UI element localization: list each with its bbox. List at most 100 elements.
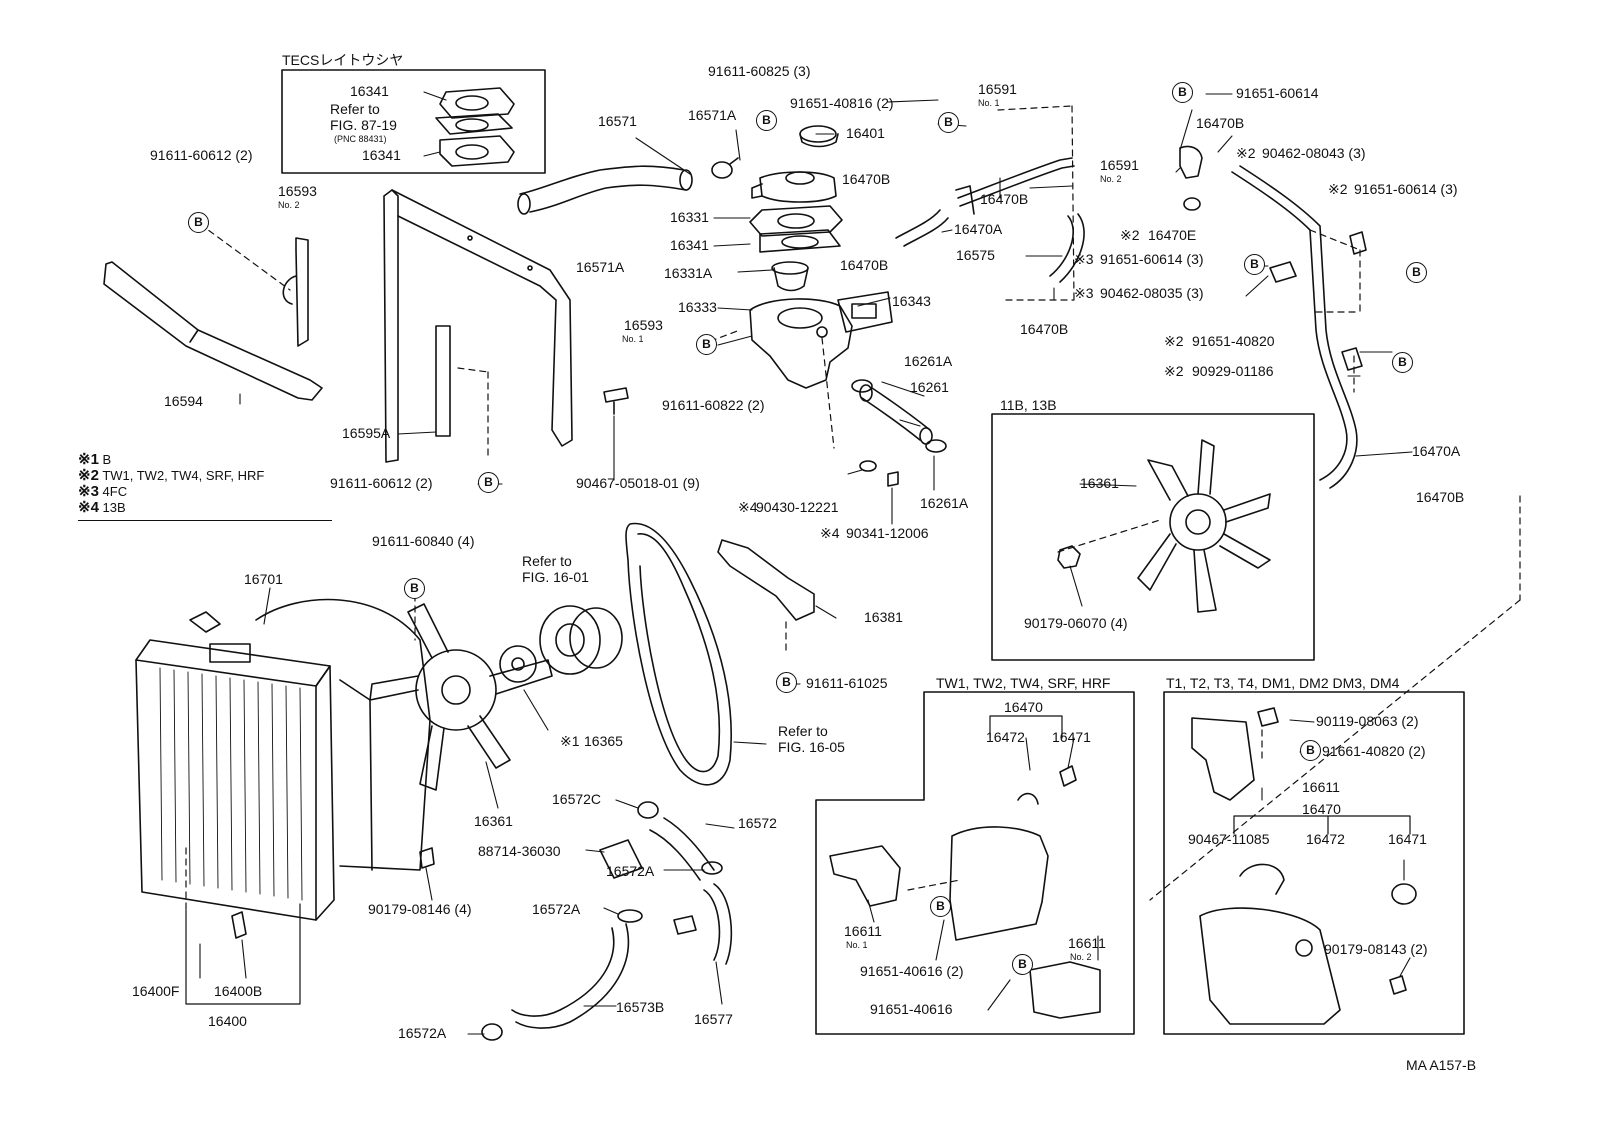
label-16331A: 16331A (664, 265, 713, 281)
label-90467-05018: 90467-05018-01 (9) (576, 475, 700, 491)
pipe-16470A (1231, 165, 1358, 489)
tecs-refer-fig[interactable]: FIG. 87-19 (330, 117, 397, 133)
label-16591-no2: 16591 (1100, 157, 1139, 173)
label-16573B: 16573B (616, 999, 665, 1015)
fan-16361-box-icon (1137, 439, 1271, 613)
refer-fig-16-01-b[interactable]: FIG. 16-01 (522, 569, 589, 585)
label-16593-no2: 16593 (278, 183, 317, 199)
grommet-16470E (1183, 197, 1201, 211)
callout-b: B (1172, 82, 1193, 103)
t-label-90119-08063: 90119-08063 (2) (1316, 713, 1419, 729)
fan-box-title: 11B, 13B (1000, 397, 1057, 413)
gasket-16341-lower (759, 229, 841, 253)
refer-fig-16-01-a[interactable]: Refer to (522, 553, 572, 569)
hose-16472-t (1239, 863, 1285, 895)
label-90179-06070: 90179-06070 (4) (1024, 615, 1128, 631)
label-16343: 16343 (892, 293, 931, 309)
label-16571A-bottom: 16571A (576, 259, 625, 275)
cap-90179-08143 (1389, 975, 1407, 995)
hose-16470A-mid (895, 209, 949, 247)
tw-label-16470: 16470 (1004, 699, 1043, 715)
label-16401: 16401 (846, 125, 885, 141)
refmark-3-a: ※3 (1074, 251, 1094, 267)
refmark-2-e: ※2 (1164, 363, 1184, 379)
tw-label-16611-no1: 16611 (844, 923, 882, 939)
legend-text: TW1, TW2, TW4, SRF, HRF (102, 468, 265, 483)
water-outlet-16331 (751, 171, 837, 203)
hose-16261 (859, 384, 933, 445)
legend-divider (78, 520, 332, 521)
radiator-16400 (135, 611, 335, 921)
reservoir-16470-tw (949, 765, 1077, 941)
tw-box-title: TW1, TW2, TW4, SRF, HRF (936, 675, 1111, 691)
label-16572A-b: 16572A (532, 901, 581, 917)
tecs-part-16341-top: 16341 (350, 83, 389, 99)
legend-row-3: ※3 4FC (78, 484, 332, 500)
refmark-4-b: ※4 (820, 525, 840, 541)
plug-16400B (231, 911, 247, 939)
tecs-part-16341-bottom: 16341 (362, 147, 401, 163)
fan-box-frame (991, 413, 1315, 661)
tw-label-16472: 16472 (986, 729, 1025, 745)
label-91611-61025: 91611-61025 (806, 675, 888, 691)
callout-b: B (1244, 254, 1265, 275)
label-91611-60825: 91611-60825 (3) (708, 63, 811, 79)
legend-row-2: ※2 TW1, TW2, TW4, SRF, HRF (78, 468, 332, 484)
refmark-2-b: ※2 (1328, 181, 1348, 197)
label-16381: 16381 (864, 609, 903, 625)
hose-16571 (517, 165, 693, 215)
label-16701: 16701 (244, 571, 283, 587)
label-16572A-a: 16572A (606, 863, 655, 879)
label-no1-b: No. 1 (622, 334, 644, 344)
label-16572A-c: 16572A (398, 1025, 447, 1041)
v-belt-fig16-05 (625, 522, 733, 786)
shroud-upper (383, 189, 573, 463)
legend-text: 13B (102, 500, 126, 515)
label-16577: 16577 (694, 1011, 733, 1027)
label-16470B-c: 16470B (840, 257, 889, 273)
tecs-refer-pnc: (PNC 88431) (334, 134, 387, 144)
hose-16573B (511, 923, 630, 1029)
label-88714-36030: 88714-36030 (478, 843, 561, 859)
label-91611-60822: 91611-60822 (2) (662, 397, 765, 413)
legend-mark: ※2 (78, 467, 99, 484)
cap-16471-t (1391, 883, 1417, 905)
plate-16595A (435, 325, 451, 437)
callout-b: B (756, 110, 777, 131)
t-label-16471: 16471 (1388, 831, 1427, 847)
refmark-3-b: ※3 (1074, 285, 1094, 301)
tw-box-frame (815, 691, 1135, 1035)
label-91651-60614-3b: 91651-60614 (3) (1100, 251, 1204, 267)
bracket-16381 (717, 539, 815, 621)
bracket-16594 (103, 261, 323, 401)
reservoir-16470-t (1199, 907, 1341, 1025)
callout-b: B (1012, 954, 1033, 975)
legend: ※1 B ※2 TW1, TW2, TW4, SRF, HRF ※3 4FC ※… (78, 452, 332, 521)
label-16261: 16261 (910, 379, 949, 395)
tecs-box-frame (281, 69, 546, 174)
label-16470B-a: 16470B (842, 171, 891, 187)
refer-fig-16-05-b[interactable]: FIG. 16-05 (778, 739, 845, 755)
label-16331: 16331 (670, 209, 709, 225)
refmark-2-c: ※2 (1120, 227, 1140, 243)
refer-fig-16-05-a[interactable]: Refer to (778, 723, 828, 739)
gasket-16343 (837, 291, 893, 333)
tw-label-no2: No. 2 (1070, 952, 1092, 962)
tw-label-no1: No. 1 (846, 940, 868, 950)
legend-text: B (102, 452, 112, 467)
label-16572C: 16572C (552, 791, 602, 807)
tw-label-91651-40616-2: 91651-40616 (2) (860, 963, 964, 979)
label-16333: 16333 (678, 299, 717, 315)
legend-row-1: ※1 B (78, 452, 332, 468)
tecs-box-title: TECSレイトウシヤ (282, 52, 404, 68)
label-16361-main: 16361 (474, 813, 513, 829)
label-16571: 16571 (598, 113, 637, 129)
label-16595A: 16595A (342, 425, 391, 441)
callout-b: B (404, 578, 425, 599)
clamp-16261A-top (851, 379, 873, 393)
tecs-refer-to[interactable]: Refer to (330, 101, 380, 117)
bracket-16611-no2 (1029, 961, 1101, 1019)
label-16261A-bottom: 16261A (920, 495, 969, 511)
